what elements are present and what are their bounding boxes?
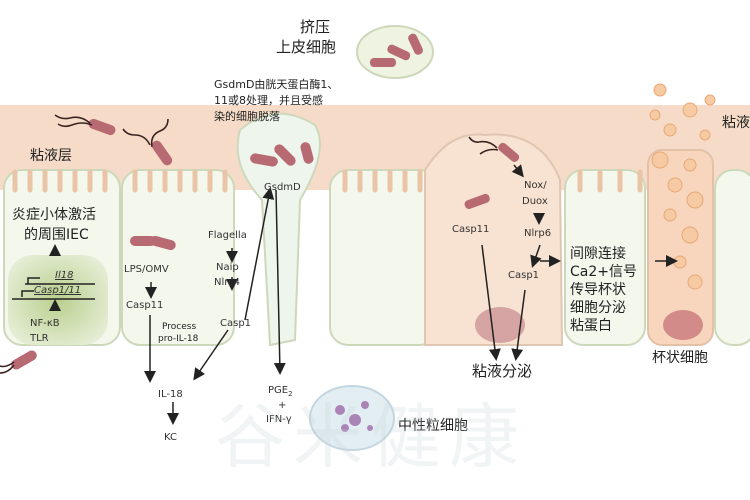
casp1-label-a: Casp1	[220, 318, 252, 329]
gap-junction-line: 粘蛋白	[570, 318, 612, 334]
arrows	[49, 164, 678, 425]
nlrp6-label: Nlrp6	[524, 228, 552, 239]
il18-label: IL-18	[158, 389, 183, 400]
pge2-text: PGE	[268, 385, 289, 396]
nucleus-goblet-cell	[663, 310, 703, 340]
mucus-layer-label: 粘液层	[30, 148, 72, 164]
ifn-label: IFN-γ	[266, 414, 292, 425]
watermark: 谷米健康	[215, 396, 527, 478]
gap-junction-text: 间隙连接 Ca2+信号 传导杯状 细胞分泌 粘蛋白	[570, 245, 637, 335]
inflammasome-iec-2: 的周围IEC	[24, 227, 89, 243]
extrude-title-1: 挤压	[300, 18, 331, 36]
nfkb-label: NF-κB	[30, 318, 60, 329]
il18-gene: Il18	[55, 270, 74, 281]
il18-gene-promoter	[12, 277, 95, 300]
process-label-2: pro-IL-18	[158, 334, 199, 344]
gsdmd-note-1: GsdmD由胱天蛋白酶1、	[214, 78, 339, 91]
tlr-label: TLR	[30, 333, 49, 344]
neutrophil-granules	[335, 401, 373, 432]
nlrc4-label: Nlrc4	[214, 277, 241, 288]
casp11-label-a: Casp11	[126, 300, 164, 311]
kc-label: KC	[164, 432, 177, 443]
nox-label-1: Nox/	[524, 180, 547, 191]
gsdmd-note-2: 11或8处理，并且受感	[214, 94, 323, 107]
gap-junction-line: 传导杯状	[570, 282, 626, 298]
pge2-label: PGE2	[268, 385, 293, 398]
gap-junction-line: 细胞分泌	[570, 300, 626, 316]
plus-label: +	[278, 400, 287, 411]
gap-junction-line: 间隙连接	[570, 246, 626, 262]
epithelial-cells	[3, 169, 750, 346]
casp-gene: Casp1/11	[34, 285, 82, 296]
gsdmd-note-3: 染的细胞脱落	[214, 110, 280, 123]
extruding-cell	[236, 112, 321, 347]
microvilli	[12, 169, 643, 193]
casp11-cell	[424, 133, 564, 346]
casp11-label-b: Casp11	[452, 224, 490, 235]
mucus-secretion-label: 粘液分泌	[472, 362, 533, 380]
process-label-1: Process	[162, 322, 197, 332]
flagella-label: Flagella	[208, 230, 247, 241]
goblet-cell-label: 杯状细胞	[652, 350, 708, 366]
neutrophil-label: 中性粒细胞	[398, 418, 468, 434]
nox-label-2: Duox	[522, 196, 548, 207]
nucleus-left	[8, 255, 108, 345]
casp1-label-b: Casp1	[508, 270, 540, 281]
lps-label: LPS/OMV	[124, 264, 169, 275]
gap-junction-line: Ca2+信号	[570, 264, 637, 280]
inflammasome-iec-1: 炎症小体激活	[12, 207, 96, 223]
nucleus-casp11-cell	[475, 307, 525, 343]
extrude-title-2: 上皮细胞	[276, 38, 337, 56]
bacteria	[11, 33, 520, 370]
mucin-granules	[649, 83, 716, 290]
gsdmd-label: GsdmD	[264, 182, 301, 193]
mucus-layer-label-right: 粘液	[722, 115, 750, 131]
flagella	[0, 114, 499, 374]
pge2-subscript: 2	[288, 390, 293, 398]
naip-label: Naip	[216, 262, 239, 273]
